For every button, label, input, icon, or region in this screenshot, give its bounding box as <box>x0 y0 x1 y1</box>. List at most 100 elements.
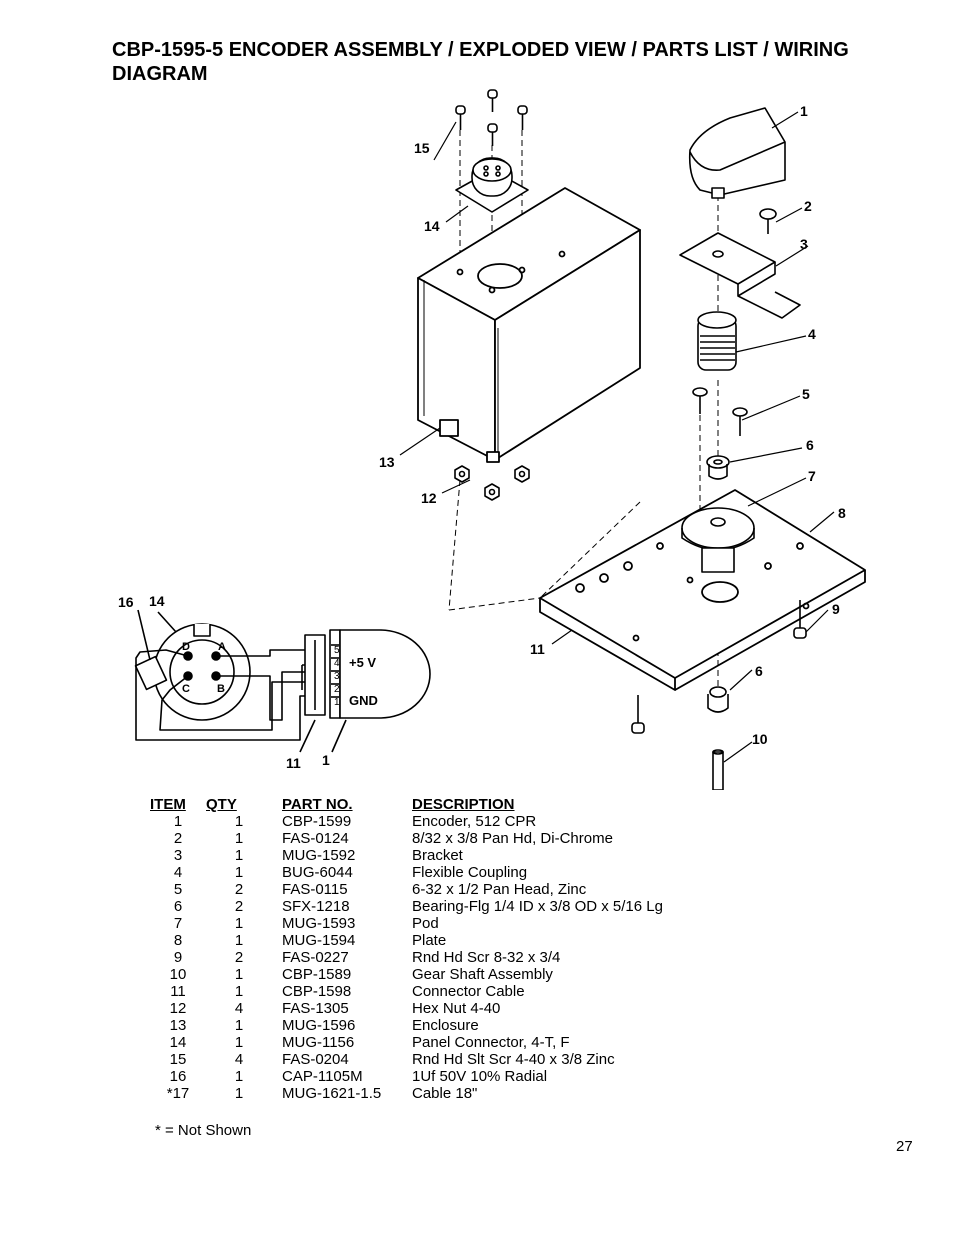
callout-14: 14 <box>424 218 440 234</box>
qty-cell: 1 <box>234 864 244 881</box>
part-no-cell: MUG-1621-1.5 <box>282 1085 382 1102</box>
gear-shaft <box>712 749 724 790</box>
part-no-cell: CBP-1599 <box>282 813 352 830</box>
part-no-cell: MUG-1596 <box>282 1017 356 1034</box>
screws-5 <box>692 387 748 436</box>
plus5v-label: +5 V <box>349 655 376 670</box>
description-cell: Enclosure <box>412 1017 479 1034</box>
screw-9 <box>793 600 807 639</box>
description-cell: Connector Cable <box>412 983 525 1000</box>
callout-13: 13 <box>379 454 395 470</box>
callout-4: 4 <box>808 326 816 342</box>
screws-15 <box>455 89 528 146</box>
encoder <box>688 107 786 199</box>
pin-a-label: A <box>218 641 226 653</box>
callout-5: 5 <box>802 386 810 402</box>
description-cell: Cable 18" <box>412 1085 478 1102</box>
part-no-cell: CAP-1105M <box>282 1068 363 1085</box>
footnote: * = Not Shown <box>155 1122 252 1139</box>
table-header-row: ITEM QTY PART NO. DESCRIPTION <box>150 795 712 813</box>
flexible-coupling <box>697 311 737 371</box>
bearing-top <box>706 455 730 480</box>
callout-11: 11 <box>530 641 545 657</box>
part-no-cell: MUG-1594 <box>282 932 356 949</box>
callout-11b: 11 <box>286 755 301 771</box>
part-no-cell: MUG-1156 <box>282 1034 355 1051</box>
callout-6b: 6 <box>755 663 763 679</box>
callout-7: 7 <box>808 468 816 484</box>
item-cell: *17 <box>166 1085 190 1102</box>
qty-cell: 1 <box>234 830 244 847</box>
description-cell: Gear Shaft Assembly <box>412 966 553 983</box>
qty-cell: 4 <box>234 1051 244 1068</box>
enc-pin-1: 1 <box>334 697 340 708</box>
page-title: CBP-1595-5 ENCODER ASSEMBLY / EXPLODED V… <box>112 39 849 85</box>
qty-cell: 1 <box>234 1085 244 1102</box>
part-no-cell: FAS-0204 <box>282 1051 349 1068</box>
part-no-cell: CBP-1598 <box>282 983 352 1000</box>
pin-b-label: B <box>217 683 225 695</box>
header-qty: QTY <box>206 795 237 813</box>
callout-15: 15 <box>414 140 430 156</box>
item-cell: 1 <box>173 813 183 830</box>
item-cell: 7 <box>173 915 183 932</box>
description-cell: Hex Nut 4-40 <box>412 1000 501 1017</box>
callout-6: 6 <box>806 437 814 453</box>
qty-cell: 1 <box>234 1017 244 1034</box>
item-cell: 14 <box>169 1034 187 1051</box>
screw-2 <box>759 208 777 234</box>
pod <box>681 507 755 573</box>
item-cell: 13 <box>169 1017 187 1034</box>
enc-pin-3: 3 <box>334 671 340 682</box>
description-cell: 6-32 x 1/2 Pan Head, Zinc <box>412 881 587 898</box>
part-no-cell: SFX-1218 <box>282 898 350 915</box>
header-item: ITEM <box>150 795 186 813</box>
qty-cell: 1 <box>234 932 244 949</box>
item-cell: 4 <box>173 864 183 881</box>
description-cell: Bracket <box>412 847 463 864</box>
part-no-cell: FAS-1305 <box>282 1000 349 1017</box>
qty-cell: 1 <box>234 1068 244 1085</box>
item-cell: 9 <box>173 949 183 966</box>
item-cell: 6 <box>173 898 183 915</box>
description-cell: 8/32 x 3/8 Pan Hd, Di-Chrome <box>412 830 613 847</box>
table-row: *17 1 MUG-1621-1.5 Cable 18" <box>150 1085 712 1102</box>
item-cell: 15 <box>169 1051 187 1068</box>
item-cell: 3 <box>173 847 183 864</box>
qty-cell: 1 <box>234 983 244 1000</box>
enc-pin-2: 2 <box>334 684 340 695</box>
item-cell: 5 <box>173 881 183 898</box>
enc-pin-5: 5 <box>334 645 340 656</box>
callout-8: 8 <box>838 505 846 521</box>
qty-cell: 1 <box>234 1034 244 1051</box>
page-number: 27 <box>896 1138 913 1155</box>
callout-12: 12 <box>421 490 437 506</box>
part-no-cell: CBP-1589 <box>282 966 352 983</box>
bracket <box>679 232 801 319</box>
qty-cell: 2 <box>234 949 244 966</box>
description-cell: 1Uf 50V 10% Radial <box>412 1068 548 1085</box>
item-cell: 11 <box>170 983 186 1000</box>
qty-cell: 4 <box>234 1000 244 1017</box>
callout-1: 1 <box>800 103 808 119</box>
item-cell: 12 <box>169 1000 187 1017</box>
description-cell: Rnd Hd Scr 8-32 x 3/4 <box>412 949 561 966</box>
pin-d-label: D <box>182 641 190 653</box>
screw-under <box>631 695 645 734</box>
gnd-label: GND <box>349 693 378 708</box>
exploded-view-diagram: D A C B 5 4 3 2 1 +5 V GND 1 2 3 4 5 6 7… <box>118 89 866 790</box>
part-no-cell: MUG-1592 <box>282 847 356 864</box>
part-no-cell: MUG-1593 <box>282 915 356 932</box>
item-cell: 10 <box>169 966 187 983</box>
qty-cell: 1 <box>234 813 244 830</box>
